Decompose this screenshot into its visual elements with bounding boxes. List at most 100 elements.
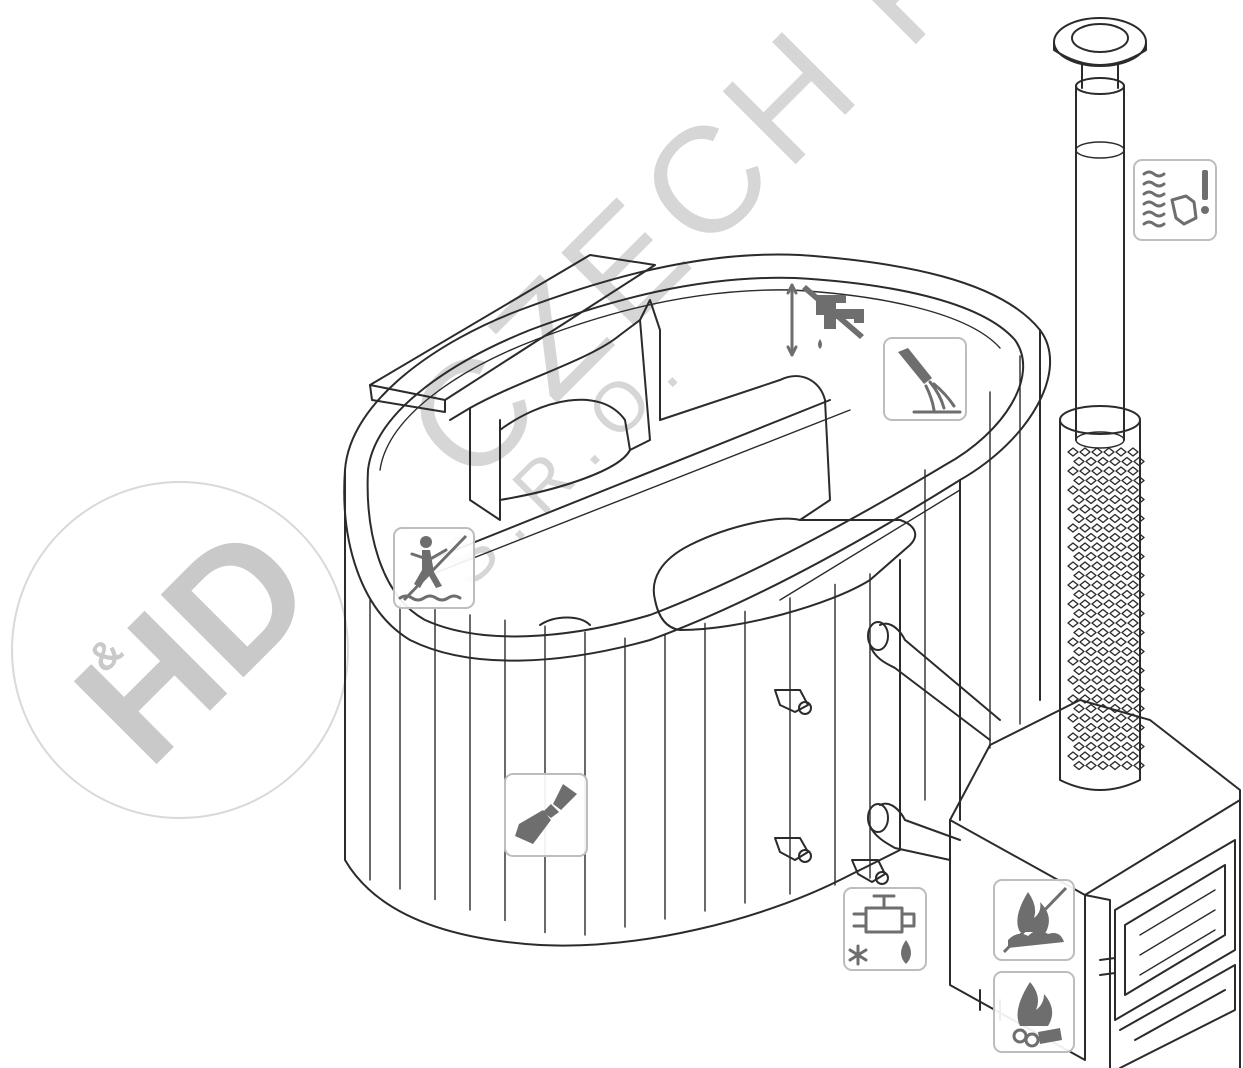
perforation-hole [1085,646,1097,657]
perforation-hole [1109,494,1121,505]
tub-outer-rim [343,253,1051,662]
perforation-hole [1079,675,1091,685]
perforation-hole [1085,589,1097,600]
heater-ash-door [1119,964,1236,1068]
perforation-hole [1079,656,1091,666]
perforation-hole [1103,656,1115,666]
perforation-hole [1103,599,1115,609]
perforation-hole [1115,656,1127,666]
perforation-hole [1127,542,1139,552]
perforation-hole [1109,741,1121,752]
perforation-hole [1085,722,1097,733]
perforation-hole [1097,760,1109,771]
perforation-hole [1109,684,1121,695]
perforation-hole [1127,561,1139,571]
tub-seat-left [449,407,501,521]
perforation-hole [1085,551,1097,562]
perforation-hole [1127,694,1139,704]
perforation-hole [1103,561,1115,571]
perforation-hole [1109,513,1121,524]
perforation-hole [1121,494,1133,505]
perforation-hole [1097,475,1109,486]
perforation-hole [1103,694,1115,704]
perforation-hole [1115,580,1127,590]
perforation-hole [1097,722,1109,733]
perforation-hole [1127,656,1139,666]
perforation-hole [1067,447,1079,457]
perforation-hole [1103,466,1115,476]
perforation-hole [1067,694,1079,704]
wood-fuel-sign [993,971,1075,1053]
perforation-hole [1091,542,1103,552]
perforation-hole [1091,675,1103,685]
perforation-hole [1079,637,1091,647]
perforation-hole [1133,703,1145,714]
perforation-hole [1121,760,1133,771]
perforation-hole [1091,656,1103,666]
perforation-hole [1127,580,1139,590]
perforation-hole [1133,589,1145,600]
wood-fire-icon [1012,982,1062,1048]
perforation-hole [1133,684,1145,695]
chimney-cap-top [1053,17,1147,67]
perforation-hole [1133,722,1145,733]
chimney-cap-rim [1053,41,1147,66]
perforation-hole [1079,713,1091,723]
perforation-hole [1133,475,1145,486]
perforation-hole [1127,466,1139,476]
perforation-hole [1085,494,1097,505]
perforation-hole [1079,447,1091,457]
perforation-hole [1103,523,1115,533]
perforation-hole [1133,551,1145,562]
perforation-hole [1115,504,1127,514]
perforation-hole [1121,608,1133,619]
perforation-hole [1073,456,1085,467]
perforation-hole [1127,751,1139,761]
perforation-hole [1121,475,1133,486]
child-supervision-sign [393,527,475,609]
connection-pipes [867,621,1001,861]
perforation-hole [1121,627,1133,638]
perforation-hole [1109,760,1121,771]
no-coal-fuel-sign [993,879,1075,961]
perforation-hole [1073,570,1085,581]
perforation-hole [1091,447,1103,457]
tub-step-board [369,254,656,401]
perforation-hole [1091,504,1103,514]
perforation-hole [1115,599,1127,609]
perforation-hole [1121,456,1133,467]
perforation-hole [1067,561,1079,571]
perforation-hole [1079,580,1091,590]
perforation-hole [1133,741,1145,752]
heater-fire-door [1114,839,1236,1021]
perforation-hole [1115,466,1127,476]
perforation-hole [1127,485,1139,495]
tub-seat-right [652,517,917,631]
perforation-hole [1073,475,1085,486]
perforation-hole [1115,618,1127,628]
perforation-hole [1097,684,1109,695]
perforation-hole [1121,703,1133,714]
tub-outer-wall [344,469,901,947]
perforation-hole [1067,618,1079,628]
perforation-hole [1121,665,1133,676]
perforation-hole [1133,627,1145,638]
perforation-hole [1109,456,1121,467]
perforation-hole [1085,665,1097,676]
perforation-hole [1085,627,1097,638]
perforation-hole [1133,608,1145,619]
perforation-hole [1121,551,1133,562]
perforation-hole [1133,665,1145,676]
perforation-hole [1091,751,1103,761]
perforation-hole [1109,627,1121,638]
perforation-hole [1097,589,1109,600]
perforation-hole [1133,760,1145,771]
perforation-hole [1073,684,1085,695]
perforation-hole [1103,447,1115,457]
perforation-hole [1127,523,1139,533]
perforation-hole [1073,646,1085,657]
perforation-hole [1085,760,1097,771]
perforation-hole [1133,456,1145,467]
perforation-hole [1091,485,1103,495]
